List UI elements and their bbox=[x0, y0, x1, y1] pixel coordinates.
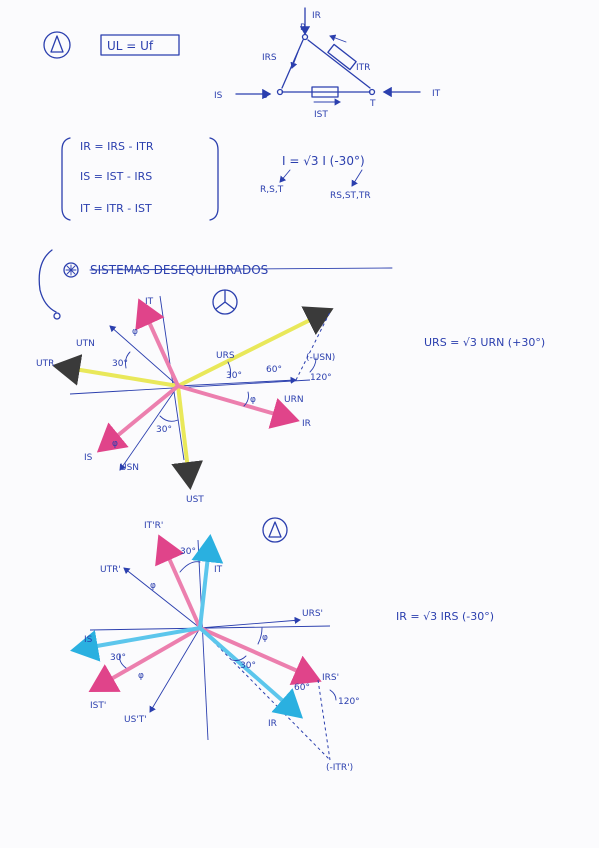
label-ist: IST bbox=[314, 110, 328, 120]
star-label-phi-1: φ bbox=[132, 327, 138, 337]
delta-label-irs: IRS' bbox=[322, 673, 339, 683]
star-label-utr: UTR bbox=[36, 359, 54, 369]
delta-label-itr: IT'R' bbox=[144, 521, 163, 531]
current-equations: IR = IRS - ITR IS = IST - IRS IT = ITR -… bbox=[61, 137, 219, 221]
star-relation: URS = √3 URN (+30°) bbox=[424, 336, 545, 349]
delta-label-urs: URS' bbox=[302, 609, 323, 619]
label-t-node: T bbox=[369, 99, 376, 109]
star-label-usn: (-USN) bbox=[306, 353, 335, 363]
star-label-30-b: 30° bbox=[226, 371, 242, 381]
star-label-30-a: 30° bbox=[112, 359, 128, 369]
equation-ir: IR = IRS - ITR bbox=[80, 140, 154, 153]
equation-it: IT = ITR - IST bbox=[80, 202, 152, 215]
star-label-usn-2: USN bbox=[120, 463, 139, 473]
star-label-is: IS bbox=[84, 453, 93, 463]
star-label-phi-2: φ bbox=[250, 395, 256, 405]
delta-relation: IR = √3 IRS (-30°) bbox=[396, 610, 494, 623]
delta-phasor-diagram: IT'R' 30° IT UTR' φ URS' IS φ 30° 30° φ … bbox=[70, 521, 360, 773]
section-heading: SISTEMAS DESEQUILIBRADOS bbox=[38, 249, 393, 320]
star-label-it: IT bbox=[145, 297, 154, 307]
equation-is: IS = IST - IRS bbox=[80, 170, 152, 183]
delta-label-ir: IR bbox=[268, 719, 277, 729]
delta-symbol-icon-2 bbox=[262, 517, 288, 543]
star-label-ust: UST bbox=[186, 495, 204, 505]
star-label-ir: IR bbox=[302, 419, 311, 429]
delta-label-phi-1: φ bbox=[150, 581, 156, 591]
star-label-utn: UTN bbox=[76, 339, 95, 349]
label-ir-node: IR bbox=[312, 11, 321, 21]
label-r-node: R bbox=[300, 23, 306, 33]
label-irs: IRS bbox=[262, 53, 277, 63]
delta-label-ust: US'T' bbox=[124, 715, 147, 725]
delta-label-ist: IST' bbox=[90, 701, 106, 711]
delta-network-diagram: IR R IRS ITR IS S T IT IST bbox=[214, 7, 441, 120]
delta-label-30-c: 30° bbox=[240, 661, 256, 671]
heading-text: SISTEMAS DESEQUILIBRADOS bbox=[90, 263, 268, 277]
star-label-120: 120° bbox=[310, 373, 332, 383]
star-symbol-icon bbox=[212, 289, 238, 315]
star-label-urn: URN bbox=[284, 395, 304, 405]
delta-label-30-a: 30° bbox=[180, 547, 196, 557]
star-label-phi-3: φ bbox=[112, 439, 118, 449]
formula-ul-uf: UL = Uf bbox=[107, 39, 154, 53]
label-itr: ITR bbox=[356, 63, 370, 73]
label-it: IT bbox=[432, 89, 441, 99]
delta-label-is: IS bbox=[84, 635, 93, 645]
relation-subscript-b: RS,ST,TR bbox=[330, 191, 371, 201]
delta-label-120: 120° bbox=[338, 697, 360, 707]
boxed-formula-frame bbox=[100, 34, 180, 56]
delta-label-itr-2: (-ITR') bbox=[326, 763, 353, 773]
star-label-60: 60° bbox=[266, 365, 282, 375]
relation-subscript-a: R,S,T bbox=[260, 185, 284, 195]
relation-formula: I = √3 I (-30°) bbox=[282, 154, 365, 168]
delta-label-phi-3: φ bbox=[138, 671, 144, 681]
delta-label-60: 60° bbox=[294, 683, 310, 693]
star-phasor-diagram: IT UTN φ 30° UTR URS 30° 60° (-USN) 120°… bbox=[36, 295, 335, 505]
star-label-urs: URS bbox=[216, 351, 235, 361]
delta-label-phi-2: φ bbox=[262, 633, 268, 643]
line-current-relation: I = √3 I (-30°) R,S,T RS,ST,TR bbox=[260, 154, 371, 201]
delta-symbol-icon bbox=[43, 31, 71, 59]
delta-label-utr: UTR' bbox=[100, 565, 121, 575]
delta-label-it: IT bbox=[214, 565, 223, 575]
star-label-30-c: 30° bbox=[156, 425, 172, 435]
delta-label-30-b: 30° bbox=[110, 653, 126, 663]
label-s-node: S bbox=[262, 91, 268, 101]
label-is: IS bbox=[214, 91, 223, 101]
